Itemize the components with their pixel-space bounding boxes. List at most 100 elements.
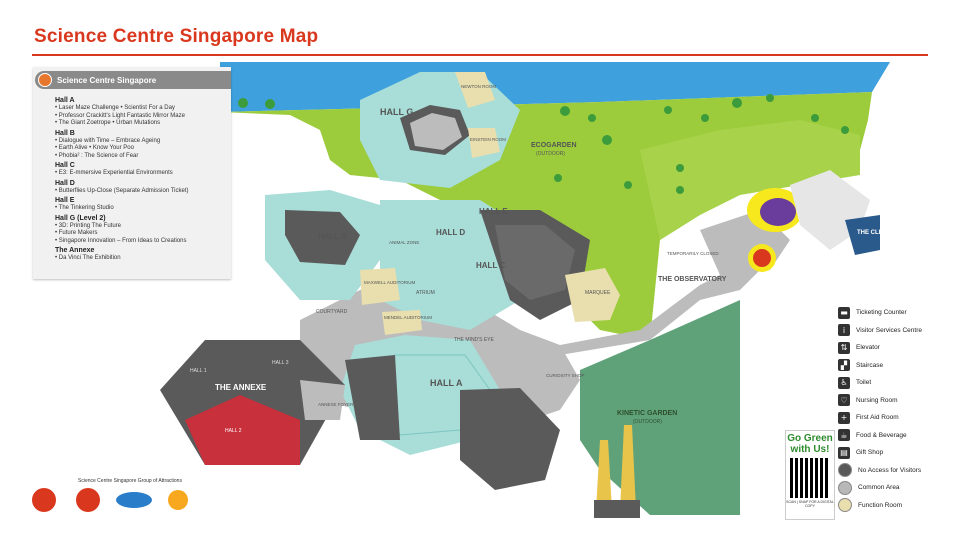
- green-land-right: [640, 120, 860, 240]
- cliff-block: [845, 215, 880, 255]
- key-row: Function Room: [838, 497, 934, 515]
- science-centre-logo-icon: [38, 73, 52, 87]
- omni-theatre-inner: [760, 198, 796, 226]
- key-row: ♡Nursing Room: [838, 392, 934, 410]
- key-row: ▬Ticketing Counter: [838, 304, 934, 322]
- science-centre-logo: [32, 488, 56, 512]
- label-the-cliff: THE CLIFF: [857, 230, 888, 236]
- hall-exhibit: • Dialogue with Time – Embrace Ageing: [55, 137, 161, 144]
- attraction-logos: [32, 488, 188, 512]
- label-hall-1: HALL 1: [190, 368, 207, 374]
- go-green-box: Go Green with Us! SCAN | SNAP FOR A DIGI…: [785, 430, 835, 520]
- label-maxwell-auditorium: MAXWELL AUDITORIUM: [364, 280, 416, 285]
- key-row: Common Area: [838, 479, 934, 497]
- hall-c-inner: [495, 225, 575, 300]
- qr-caption: SCAN | SNAP FOR A DIGITAL COPY: [786, 500, 834, 508]
- key-label: Elevator: [856, 344, 880, 352]
- key-label: Visitor Services Centre: [856, 326, 922, 334]
- snow-city-logo: [116, 492, 152, 508]
- common-area-swatch: [838, 480, 852, 495]
- label-kinetic-garden-sub: (OUTDOOR): [633, 419, 662, 425]
- hall-exhibit: • Earth Alive • Know Your Poo: [55, 145, 134, 151]
- stop-logo-small: [76, 488, 100, 512]
- label-newton-room: NEWTON ROOM: [461, 84, 497, 89]
- label-hall-b: HALL B: [318, 232, 348, 241]
- newton-room: [455, 72, 495, 108]
- hall-name: Hall B: [55, 129, 75, 137]
- label-hall-3: HALL 3: [272, 360, 289, 366]
- central-hall: [380, 200, 520, 330]
- annexe-hall-2: [185, 395, 300, 465]
- first-aid-icon: +: [838, 411, 850, 424]
- label-hall-g: HALL G: [380, 107, 414, 117]
- go-green-label: Go Green with Us!: [787, 433, 833, 455]
- halls-list: Hall A• Laser Maze Challenge • Scientist…: [33, 89, 231, 263]
- label-the-annexe: THE ANNEXE: [215, 383, 267, 392]
- key-row: ▤Gift Shop: [838, 444, 934, 462]
- hall-g-inner: [410, 113, 462, 150]
- qr-code[interactable]: [790, 458, 830, 498]
- key-label: First Aid Room: [856, 414, 899, 422]
- label-annexe-foyer: ANNEXE FOYER: [318, 402, 354, 407]
- staircase-icon: ▞: [838, 359, 850, 372]
- hall-name: The Annexe: [55, 247, 95, 254]
- halls-legend: Science Centre Singapore Hall A• Laser M…: [33, 67, 231, 279]
- hall-exhibit: • Future Makers: [55, 230, 98, 236]
- hall-exhibit: • 3D: Printing The Future: [55, 222, 122, 229]
- label-hall-d: HALL D: [436, 228, 466, 237]
- hall-exhibit: • Phobia² : The Science of Fear: [55, 152, 139, 159]
- label-ecogarden: ECOGARDEN: [531, 142, 577, 149]
- elevator-icon: ⇅: [838, 341, 850, 354]
- group-caption: Science Centre Singapore Group of Attrac…: [78, 478, 182, 484]
- hall-name: Hall D: [55, 179, 75, 187]
- key-row: + First Aid Room: [838, 409, 934, 427]
- restricted-block-south: [460, 388, 560, 490]
- key-label: Toilet: [856, 379, 872, 387]
- function-room-swatch: [838, 498, 852, 513]
- nursing-icon: ♡: [838, 394, 850, 407]
- label-minds-eye: THE MIND'S EYE: [454, 337, 494, 343]
- hall-exhibit: • Laser Maze Challenge • Scientist For a…: [55, 105, 175, 111]
- key-row: ▞ Staircase: [838, 357, 934, 375]
- legend-header: Science Centre Singapore: [35, 71, 231, 89]
- label-temporarily-closed: TEMPORARILY CLOSED: [667, 251, 719, 256]
- key-label: Staircase: [856, 361, 884, 369]
- label-mendel-auditorium: MENDEL AUDITORIUM: [384, 315, 433, 320]
- hall-name: Hall C: [55, 162, 75, 169]
- maxwell-auditorium: [360, 268, 400, 305]
- hall-exhibit: • The Giant Zoetrope • Urban Mutations: [55, 120, 161, 126]
- hall-exhibit: • Butterflies Up-Close (Separate Admissi…: [55, 187, 189, 194]
- restricted-block-a: [345, 355, 400, 440]
- page-title: Science Centre Singapore Map: [34, 26, 319, 47]
- label-animal-zone: ANIMAL ZONE: [389, 240, 420, 245]
- hall-exhibit: • Singapore Innovation – From Ideas to C…: [55, 237, 187, 244]
- hall-name: Hall E: [55, 197, 75, 204]
- entrance-tower-left: [596, 440, 612, 510]
- key-row: No Access for Visitors: [838, 462, 934, 480]
- label-atrium: ATRIUM: [416, 290, 435, 296]
- label-kinetic-garden: KINETIC GARDEN: [617, 410, 678, 417]
- trees: [238, 94, 849, 194]
- entrance-base: [594, 500, 640, 518]
- hall-exhibit: • Da Vinci The Exhibition: [55, 255, 121, 261]
- einstein-room: [468, 128, 500, 158]
- label-hall-a: HALL A: [430, 378, 463, 388]
- omni-theatre-logo: [168, 490, 188, 510]
- hall-exhibit: • E3: E-mmersive Experiential Environmen…: [55, 170, 173, 176]
- label-courtyard: COURTYARD: [316, 309, 348, 315]
- label-hall-c: HALL C: [476, 261, 506, 270]
- annexe-foyer: [300, 380, 345, 420]
- title-divider: [32, 54, 928, 56]
- kinetic-garden-area: [580, 300, 740, 515]
- label-hall-e: HALL E: [479, 207, 508, 216]
- legend-header-label: Science Centre Singapore: [57, 75, 157, 85]
- key-label: Common Area: [858, 484, 900, 492]
- food-icon: ☕: [838, 429, 850, 442]
- key-label: Food & Beverage: [856, 431, 907, 439]
- key-row: ☕ Food & Beverage: [838, 427, 934, 445]
- key-row: ♿Toilet: [838, 374, 934, 392]
- marquee-room: [565, 268, 620, 322]
- hall-b-inner: [285, 210, 360, 265]
